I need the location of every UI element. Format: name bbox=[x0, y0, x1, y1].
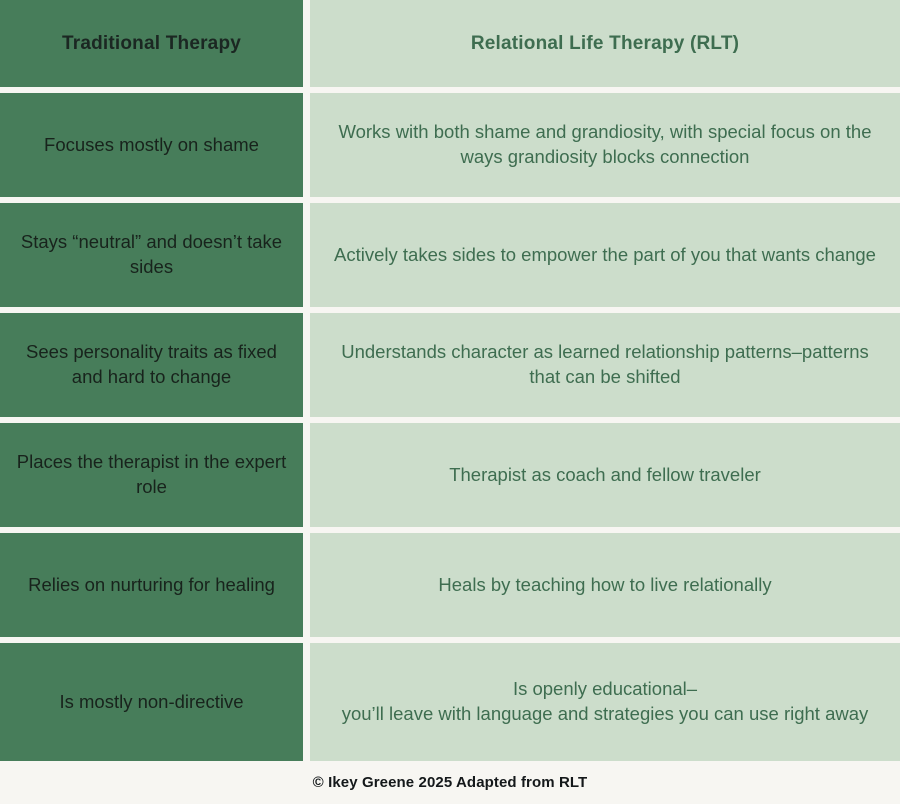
table-cell-rlt: Works with both shame and grandiosity, w… bbox=[310, 93, 900, 197]
column-header-traditional-therapy-label: Traditional Therapy bbox=[61, 32, 242, 54]
table-row: Relies on nurturing for healing Heals by… bbox=[0, 533, 900, 637]
table-cell-text: Is openly educational– you’ll leave with… bbox=[341, 678, 869, 724]
table-cell-rlt: Heals by teaching how to live relational… bbox=[310, 533, 900, 637]
table-cell-text: Places the therapist in the expert role bbox=[16, 451, 287, 497]
table-cell-text: Actively takes sides to empower the part… bbox=[334, 243, 876, 265]
table-cell-rlt: Understands character as learned relatio… bbox=[310, 313, 900, 417]
table-cell-traditional: Is mostly non-directive bbox=[0, 643, 303, 761]
table-row: Places the therapist in the expert role … bbox=[0, 423, 900, 527]
table-cell-text: Stays “neutral” and doesn’t take sides bbox=[20, 231, 283, 277]
column-header-relational-life-therapy-label: Relational Life Therapy (RLT) bbox=[470, 32, 740, 54]
table-cell-traditional: Relies on nurturing for healing bbox=[0, 533, 303, 637]
table-row: Focuses mostly on shame Works with both … bbox=[0, 93, 900, 197]
footer: © Ikey Greene 2025 Adapted from RLT bbox=[0, 761, 900, 804]
table-cell-text: Sees personality traits as fixed and har… bbox=[26, 341, 277, 387]
column-header-relational-life-therapy: Relational Life Therapy (RLT) bbox=[310, 0, 900, 87]
table-cell-text: Works with both shame and grandiosity, w… bbox=[338, 121, 872, 167]
therapy-comparison-table: Traditional Therapy Relational Life Ther… bbox=[0, 0, 900, 761]
table-row: Stays “neutral” and doesn’t take sides A… bbox=[0, 203, 900, 307]
table-cell-text: Therapist as coach and fellow traveler bbox=[449, 463, 761, 485]
table-cell-text: Focuses mostly on shame bbox=[44, 133, 259, 155]
table-cell-text: Heals by teaching how to live relational… bbox=[438, 573, 772, 595]
copyright-credit: © Ikey Greene 2025 Adapted from RLT bbox=[312, 774, 588, 791]
table-cell-rlt: Therapist as coach and fellow traveler bbox=[310, 423, 900, 527]
column-header-traditional-therapy: Traditional Therapy bbox=[0, 0, 303, 87]
table-cell-traditional: Places the therapist in the expert role bbox=[0, 423, 303, 527]
table-cell-text: Is mostly non-directive bbox=[59, 690, 244, 712]
table-header-row: Traditional Therapy Relational Life Ther… bbox=[0, 0, 900, 87]
table-cell-rlt: Actively takes sides to empower the part… bbox=[310, 203, 900, 307]
table-row: Is mostly non-directive Is openly educat… bbox=[0, 643, 900, 761]
table-cell-text: Relies on nurturing for healing bbox=[28, 573, 275, 595]
table-row: Sees personality traits as fixed and har… bbox=[0, 313, 900, 417]
table-cell-traditional: Sees personality traits as fixed and har… bbox=[0, 313, 303, 417]
table-cell-text: Understands character as learned relatio… bbox=[341, 341, 869, 387]
table-cell-rlt: Is openly educational– you’ll leave with… bbox=[310, 643, 900, 761]
table-cell-traditional: Focuses mostly on shame bbox=[0, 93, 303, 197]
table-cell-traditional: Stays “neutral” and doesn’t take sides bbox=[0, 203, 303, 307]
